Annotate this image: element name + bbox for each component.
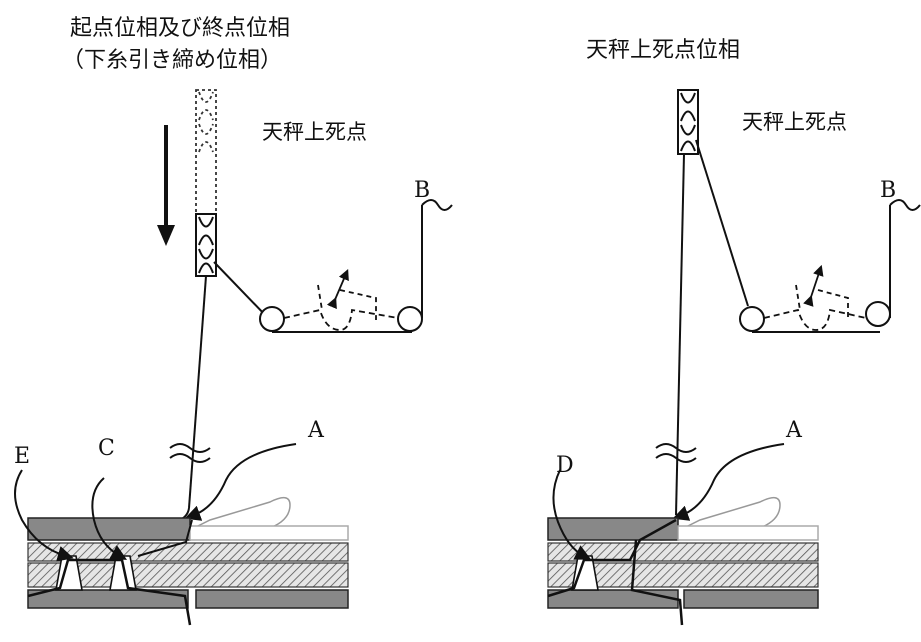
upper-thread-right — [675, 139, 921, 516]
downward-arrow-icon — [157, 125, 175, 246]
arrow-d — [552, 469, 592, 560]
left-label-b: B — [414, 178, 431, 203]
arrow-a-right — [672, 443, 785, 521]
right-pulley — [397, 306, 423, 332]
left-title-line2: （下糸引き締め位相） — [62, 48, 283, 73]
arrow-a — [184, 443, 297, 521]
right-pulley-right — [865, 301, 891, 327]
arrow-c — [91, 477, 128, 560]
break-mark-icon-right — [655, 443, 697, 463]
right-label-b: B — [880, 178, 897, 203]
thread-check-spring-right — [763, 264, 867, 331]
left-top-dead-center-label: 天秤上死点 — [262, 120, 367, 144]
take-up-lever-top — [677, 89, 699, 155]
thread-check-spring — [283, 269, 399, 331]
right-title: 天秤上死点位相 — [586, 38, 741, 63]
left-panel — [14, 89, 453, 626]
take-up-lever — [195, 213, 217, 277]
break-mark-icon — [169, 443, 211, 463]
left-pulley-right — [739, 306, 765, 332]
left-pulley — [259, 306, 285, 332]
fabric-layers — [27, 517, 349, 626]
left-label-e: E — [14, 444, 31, 469]
left-title-line1: 起点位相及び終点位相 — [70, 16, 291, 41]
right-panel — [547, 89, 921, 626]
left-label-c: C — [98, 436, 115, 461]
fabric-layers-right — [547, 517, 819, 626]
arrow-e — [14, 469, 74, 562]
left-label-a: A — [308, 418, 324, 443]
right-label-a: A — [786, 418, 802, 443]
take-up-lever-ghost — [195, 89, 217, 216]
right-top-dead-center-label: 天秤上死点 — [742, 110, 847, 134]
right-label-d: D — [556, 453, 574, 478]
